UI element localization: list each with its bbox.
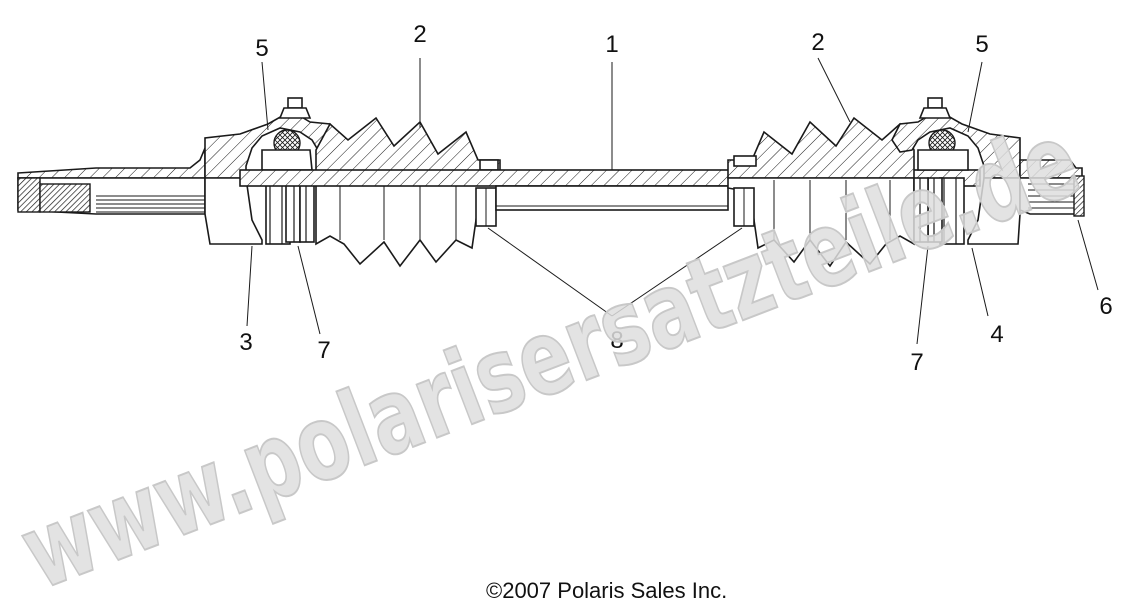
left-boot xyxy=(315,116,501,268)
right-stub-shaft xyxy=(1019,159,1085,217)
copyright-notice: ©2007 Polaris Sales Inc. xyxy=(486,578,727,603)
callout-3: 3 xyxy=(239,329,252,356)
left-stub-shaft xyxy=(17,147,206,215)
callout-labels: 1 2 2 5 5 3 7 8 7 4 6 xyxy=(239,21,1112,376)
left-cv-housing xyxy=(204,97,339,245)
callout-2-left: 2 xyxy=(413,21,426,48)
callout-8: 8 xyxy=(610,327,623,354)
right-boot xyxy=(727,116,915,268)
callout-6: 6 xyxy=(1099,293,1112,320)
callout-5-left: 5 xyxy=(255,35,268,62)
callout-4: 4 xyxy=(990,321,1003,348)
right-cv-housing xyxy=(891,97,1021,245)
callout-1: 1 xyxy=(605,31,618,58)
leader-lines xyxy=(246,57,1099,345)
callout-7-left: 7 xyxy=(317,337,330,364)
callout-5-right: 5 xyxy=(975,31,988,58)
callout-2-right: 2 xyxy=(811,29,824,56)
callout-7-right: 7 xyxy=(910,349,923,376)
